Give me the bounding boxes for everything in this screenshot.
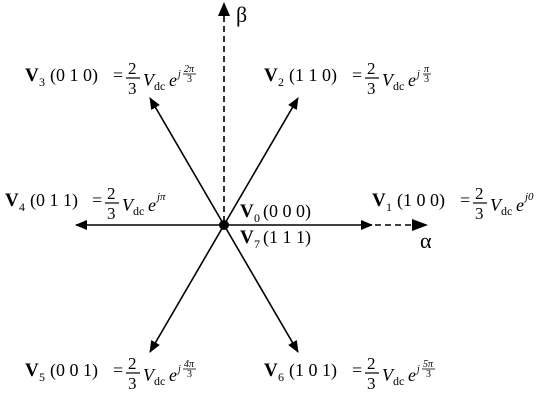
v6-name: V [264, 360, 278, 381]
v2-exp-j: j [415, 69, 420, 80]
label-v4: V 4 (0 1 1) = 2 3 V dc e jπ [5, 184, 166, 223]
v6-sub: 6 [278, 370, 284, 384]
v6-v: V [382, 365, 395, 385]
vector-v6-arrow [223, 224, 299, 353]
alpha-label: α [420, 228, 432, 253]
v4-v: V [122, 195, 135, 215]
v2-sub: 2 [278, 75, 284, 89]
v7-state: (1 1 1) [263, 227, 311, 248]
v2-state: (1 1 0) [289, 65, 337, 86]
v1-exp: j0 [523, 191, 534, 203]
beta-axis [218, 2, 230, 222]
v2-name: V [264, 65, 278, 86]
v2-frac-den: 3 [367, 79, 376, 98]
v6-eq: = [352, 360, 362, 380]
v5-frac-num: 2 [128, 354, 137, 373]
v4-eq: = [92, 190, 102, 210]
v3-state: (0 1 0) [50, 65, 98, 86]
v0-name: V [240, 201, 254, 222]
origin-dot [219, 220, 229, 230]
v6-state: (1 0 1) [289, 360, 337, 381]
label-v7: V 7 (1 1 1) [240, 227, 311, 251]
v3-frac-num: 2 [128, 59, 137, 78]
v2-exp-den: 3 [424, 74, 429, 85]
v4-vsub: dc [133, 204, 144, 218]
v5-vsub: dc [154, 374, 165, 388]
v3-e: e [169, 70, 177, 90]
v3-exp-num: 2π [184, 64, 195, 75]
v3-sub: 3 [39, 75, 45, 89]
v6-exp-den: 3 [426, 369, 431, 380]
vector-v3-arrow [149, 97, 225, 226]
v5-eq: = [113, 360, 123, 380]
v5-exp-den: 3 [187, 369, 192, 380]
v1-state: (1 0 0) [397, 190, 445, 211]
v6-exp-j: j [415, 364, 420, 375]
v2-eq: = [352, 65, 362, 85]
v3-exp-j: j [176, 69, 181, 80]
v1-sub: 1 [386, 200, 392, 214]
v1-eq: = [460, 190, 470, 210]
v2-frac-num: 2 [367, 59, 376, 78]
v3-frac-den: 3 [128, 79, 137, 98]
v2-v: V [382, 70, 395, 90]
beta-label: β [236, 2, 247, 27]
v6-exp-num: 5π [423, 359, 434, 370]
label-v3: V 3 (0 1 0) = 2 3 V dc e j 2π 3 [25, 59, 196, 98]
label-v0: V 0 (0 0 0) [240, 201, 311, 225]
v6-frac-num: 2 [367, 354, 376, 373]
v2-exp-num: π [424, 64, 430, 75]
label-v5: V 5 (0 0 1) = 2 3 V dc e j 4π 3 [25, 354, 196, 393]
v5-e: e [169, 365, 177, 385]
v5-exp-j: j [176, 364, 181, 375]
v5-frac-den: 3 [128, 374, 137, 393]
v0-sub: 0 [254, 211, 260, 225]
v1-v: V [490, 195, 503, 215]
v4-exp: jπ [155, 191, 166, 203]
v3-eq: = [113, 65, 123, 85]
voltage-vectors [75, 97, 373, 353]
v2-vsub: dc [393, 79, 404, 93]
alpha-axis [375, 219, 428, 231]
v4-sub: 4 [19, 200, 25, 214]
v1-name: V [372, 190, 386, 211]
label-v2: V 2 (1 1 0) = 2 3 V dc e j π 3 [264, 59, 431, 98]
v7-name: V [240, 227, 254, 248]
v3-v: V [143, 70, 156, 90]
v4-frac-num: 2 [107, 184, 116, 203]
v7-sub: 7 [254, 237, 260, 251]
v1-frac-den: 3 [475, 204, 484, 223]
v3-name: V [25, 65, 39, 86]
v3-exp-den: 3 [187, 74, 192, 85]
v4-name: V [5, 190, 19, 211]
v5-state: (0 0 1) [50, 360, 98, 381]
vector-v2-arrow [223, 97, 299, 226]
v6-e: e [408, 365, 416, 385]
v5-v: V [143, 365, 156, 385]
v1-vsub: dc [501, 204, 512, 218]
v5-sub: 5 [39, 370, 45, 384]
v2-e: e [408, 70, 416, 90]
label-v6: V 6 (1 0 1) = 2 3 V dc e j 5π 3 [264, 354, 435, 393]
v4-frac-den: 3 [107, 204, 116, 223]
v4-state: (0 1 1) [30, 190, 78, 211]
v6-vsub: dc [393, 374, 404, 388]
v3-vsub: dc [154, 79, 165, 93]
v0-state: (0 0 0) [263, 201, 311, 222]
v5-exp-num: 4π [184, 359, 195, 370]
v4-e: e [148, 195, 156, 215]
v6-frac-den: 3 [367, 374, 376, 393]
v5-name: V [25, 360, 39, 381]
v1-e: e [516, 195, 524, 215]
v1-frac-num: 2 [475, 184, 484, 203]
vector-v5-arrow [149, 224, 225, 353]
label-v1: V 1 (1 0 0) = 2 3 V dc e j0 [372, 184, 534, 223]
